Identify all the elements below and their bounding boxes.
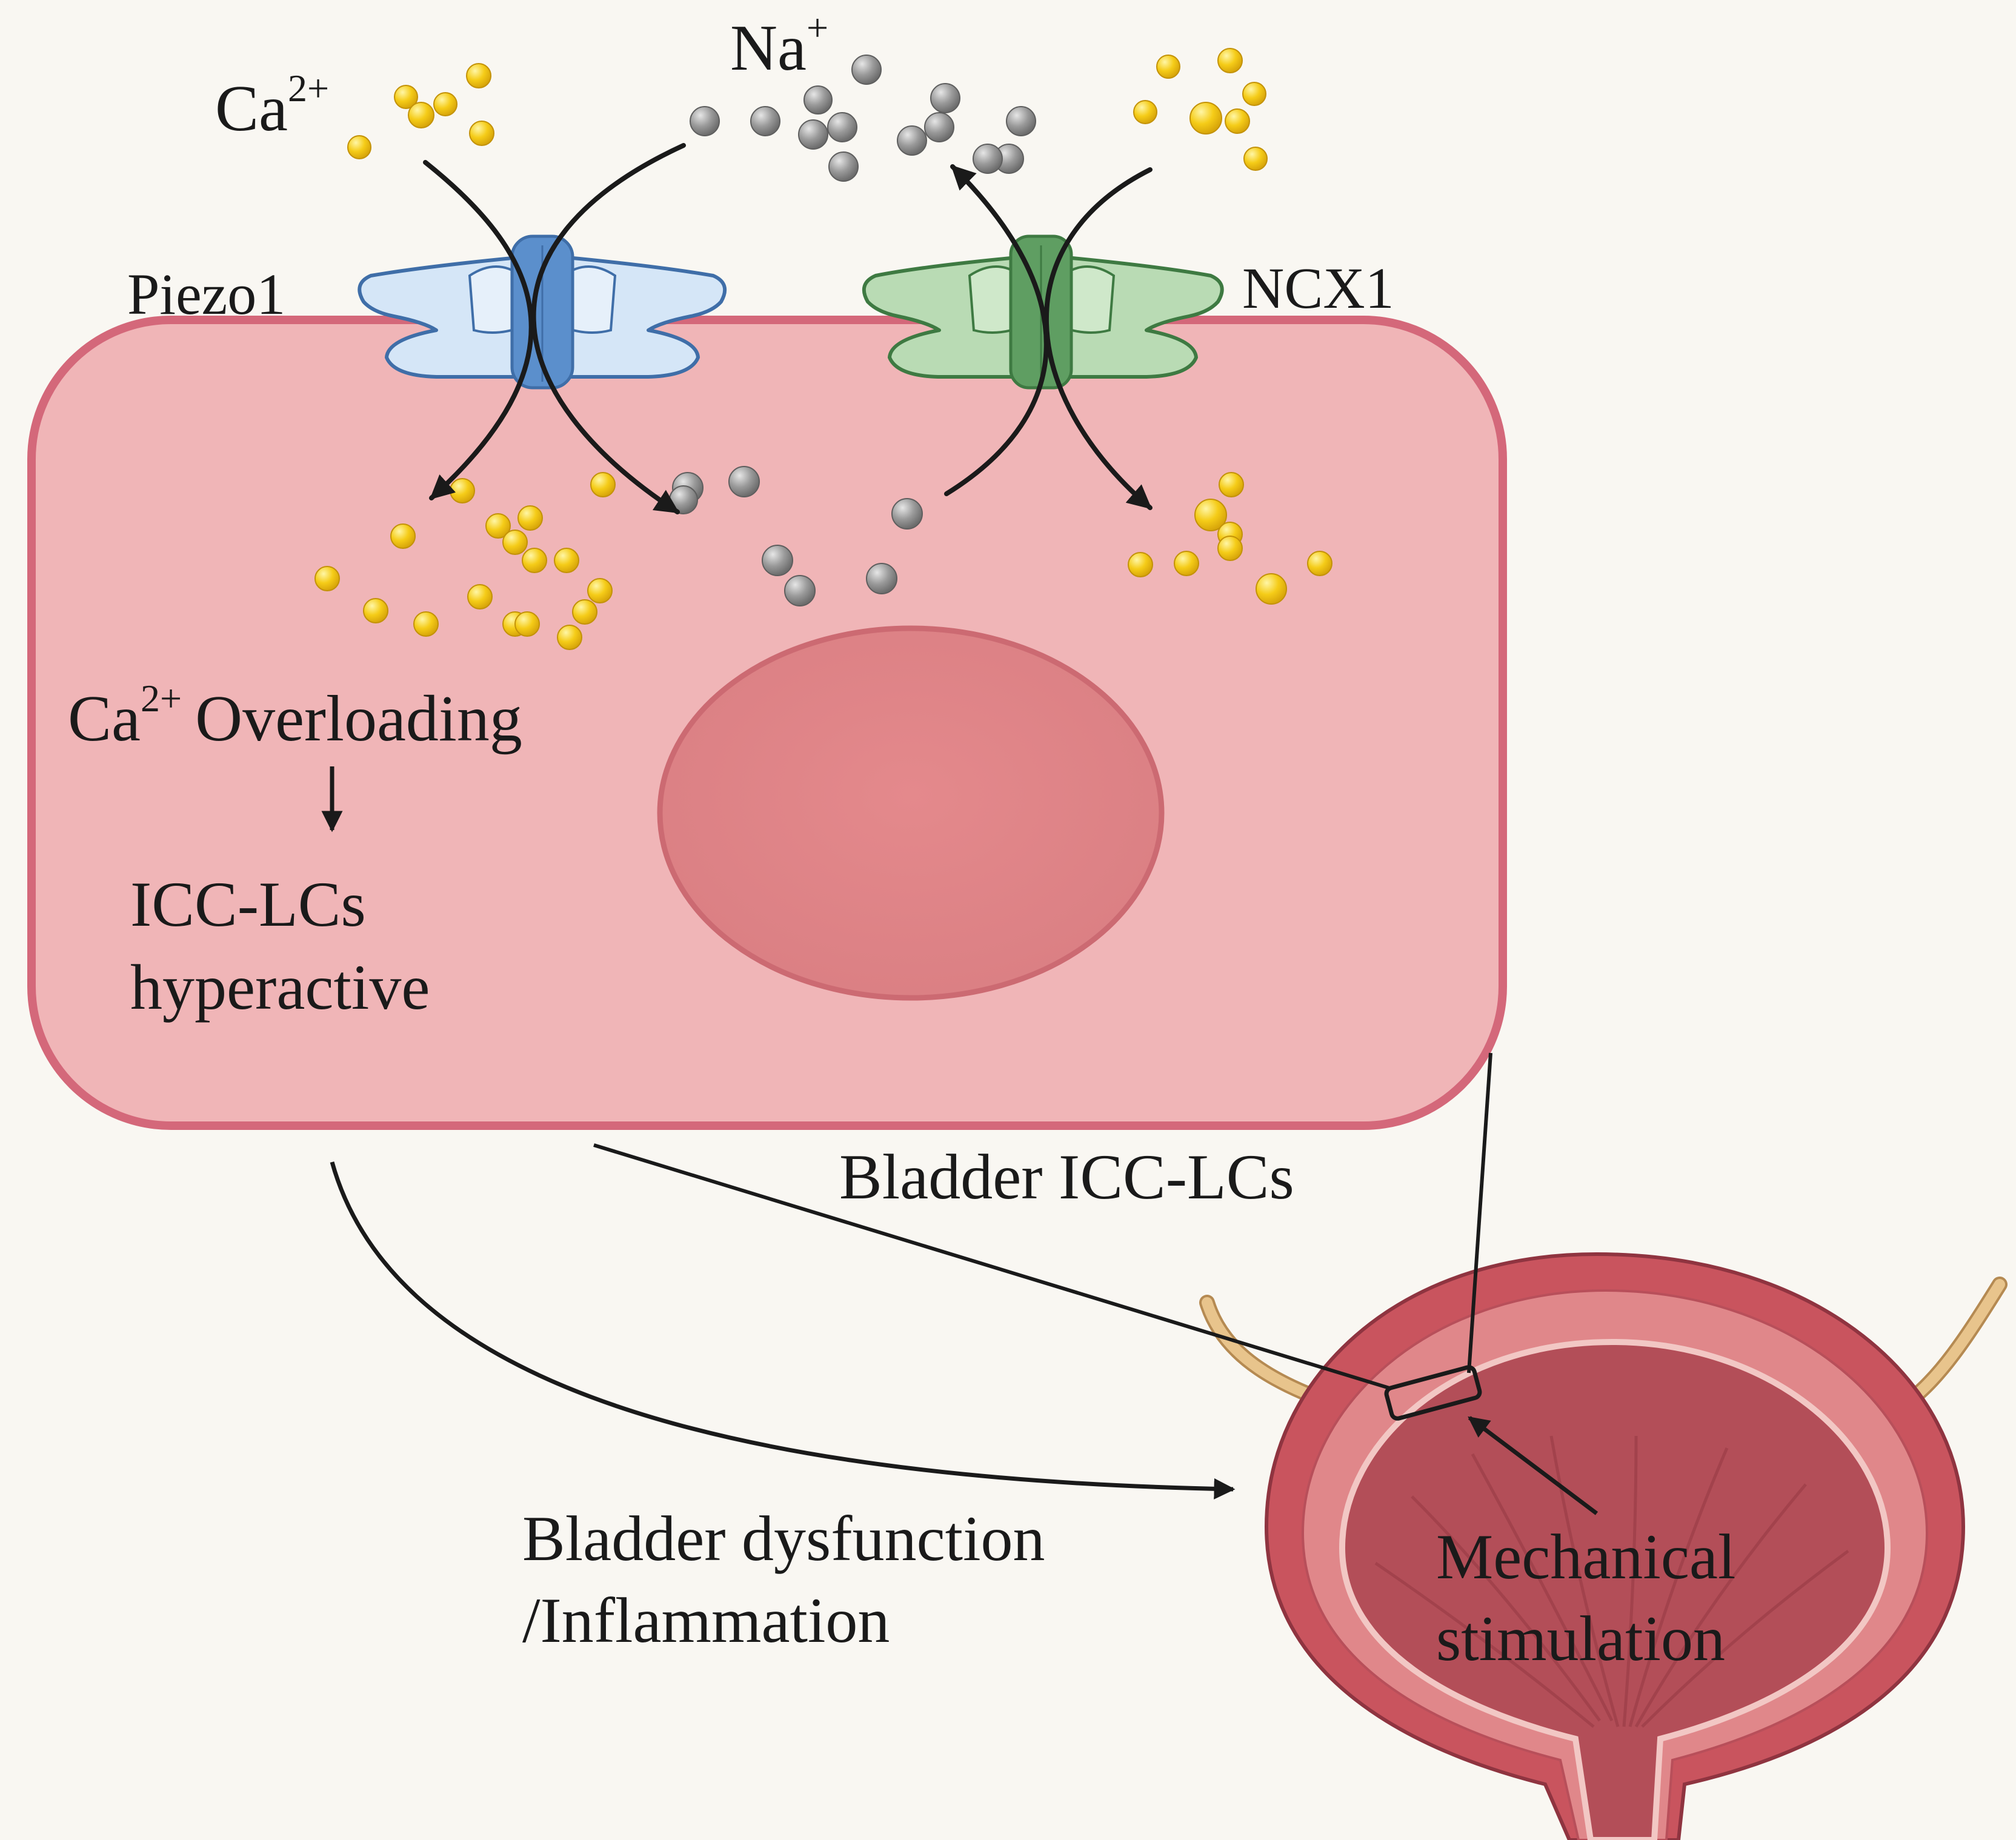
calcium-ion-icon	[502, 530, 528, 555]
hyperactive-label-line1: ICC-LCs	[130, 869, 366, 940]
wall-highlight-box	[1384, 1365, 1482, 1421]
calcium-ion-icon	[572, 599, 597, 625]
zoom-line-right	[1467, 1052, 1492, 1373]
sodium-ion-icon	[690, 106, 720, 136]
sodium-ion-icon	[784, 575, 816, 606]
mechanical-stimulation-arrow	[1468, 1416, 1598, 1515]
nucleus	[657, 625, 1165, 1001]
ncx1-label: NCX1	[1242, 256, 1394, 321]
calcium-ion-icon	[363, 598, 388, 623]
calcium-ion-icon	[590, 472, 616, 497]
sodium-ion-icon	[762, 545, 793, 576]
ion-flow-arrows	[423, 143, 1153, 514]
calcium-ion-icon	[1194, 499, 1227, 531]
sodium-ion-icon	[891, 498, 923, 530]
sodium-influx-piezo1-arrow	[531, 143, 686, 514]
sodium-ion-icon	[866, 563, 897, 594]
sodium-ions-extracellular	[690, 55, 1036, 182]
piezo1-label: Piezo1	[127, 262, 285, 327]
calcium-ion-icon	[1219, 472, 1244, 497]
calcium-ion-icon	[408, 102, 434, 128]
calcium-ion-icon	[587, 578, 613, 603]
calcium-ion-icon	[517, 505, 543, 531]
calcium-ions-extracellular-right	[1133, 48, 1268, 171]
dysfunction-label-line2: /Inflammation	[522, 1585, 890, 1656]
calcium-ion-icon	[314, 566, 340, 591]
hyperactive-label-line2: hyperactive	[130, 952, 430, 1023]
bladder-icon	[1199, 1252, 2008, 1840]
calcium-ion-icon	[1217, 48, 1243, 73]
calcium-ion-icon	[1217, 536, 1243, 561]
calcium-ion-icon	[433, 92, 457, 116]
calcium-ion-icon	[557, 625, 582, 650]
sodium-ion-icon	[803, 85, 833, 115]
calcium-influx-piezo1-arrow	[423, 160, 534, 500]
calcium-ion-icon	[1174, 551, 1199, 576]
calcium-ions-intracellular-right	[1128, 472, 1332, 605]
calcium-ion-icon	[467, 584, 493, 609]
calcium-ion-icon	[1189, 102, 1222, 135]
calcium-ion-icon	[413, 611, 439, 637]
ncx1-exchanger-icon	[862, 234, 1224, 390]
calcium-ion-icon	[347, 135, 371, 159]
calcium-ion-icon	[1156, 55, 1180, 79]
sodium-ion-icon	[750, 106, 780, 136]
calcium-ion-icon	[522, 548, 547, 573]
calcium-ion-icon	[390, 523, 416, 549]
calcium-ion-icon	[514, 611, 540, 637]
calcium-ions-intracellular-left	[314, 472, 616, 650]
calcium-ion-icon	[554, 548, 579, 573]
calcium-ion-icon	[1128, 552, 1153, 577]
calcium-label: Ca2+	[215, 67, 329, 145]
dysfunction-label-line1: Bladder dysfunction	[522, 1503, 1045, 1574]
mechanical-label-line2: stimulation	[1436, 1603, 1725, 1674]
calcium-ion-icon	[1242, 82, 1266, 106]
calcium-ion-icon	[1307, 551, 1332, 576]
calcium-ion-icon	[1256, 573, 1287, 605]
calcium-ion-icon	[1225, 108, 1250, 134]
calcium-ion-icon	[1133, 100, 1157, 124]
sodium-ion-icon	[798, 119, 828, 150]
sodium-ion-icon	[924, 112, 954, 142]
calcium-ion-icon	[469, 121, 494, 146]
calcium-ion-icon	[1243, 147, 1268, 171]
sodium-ion-icon	[828, 151, 859, 182]
sodium-ion-icon	[897, 125, 927, 156]
sodium-label: Na+	[730, 6, 828, 84]
sodium-ion-icon	[973, 144, 1003, 174]
piezo1-channel-icon	[358, 234, 727, 390]
dysfunction-arrow	[330, 1161, 1236, 1500]
sodium-ion-icon	[827, 112, 857, 142]
sodium-ions-intracellular	[669, 466, 923, 606]
sodium-ion-icon	[728, 466, 760, 497]
mechanical-label-line1: Mechanical	[1436, 1521, 1735, 1592]
calcium-ion-icon	[450, 478, 475, 503]
sodium-ion-icon	[930, 83, 960, 113]
zoom-line-left	[593, 1143, 1392, 1390]
calcium-ion-icon	[466, 63, 491, 88]
sodium-ion-icon	[851, 55, 882, 85]
sodium-ion-icon	[1006, 106, 1036, 136]
calcium-ion-icon	[485, 513, 511, 539]
calcium-ions-extracellular-left	[347, 63, 494, 159]
overload-label: Ca2+Overloading	[68, 677, 522, 755]
calcium-influx-ncx1-arrow	[1043, 167, 1153, 510]
calcium-ion-icon	[394, 85, 418, 109]
cell-name-label: Bladder ICC-LCs	[839, 1141, 1294, 1212]
